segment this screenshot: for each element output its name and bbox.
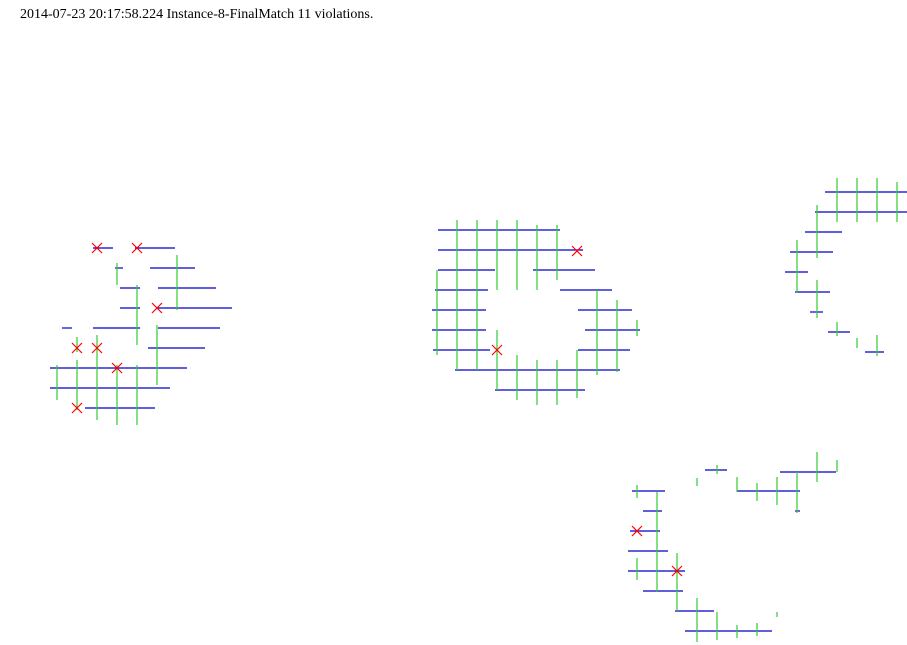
violation-marker [671,565,683,577]
violation-marker [131,242,143,254]
violation-markers [71,242,683,577]
violation-marker [71,342,83,354]
violation-stroke [91,342,103,354]
violation-marker [491,344,503,356]
violation-marker [571,245,583,257]
violation-stroke [671,565,683,577]
violation-stroke [91,242,103,254]
violation-stroke [71,342,83,354]
violation-stroke [111,362,123,374]
status-caption: 2014-07-23 20:17:58.224 Instance-8-Final… [20,7,374,22]
violation-stroke [491,344,503,356]
violation-marker [71,402,83,414]
violation-stroke [571,245,583,257]
violation-marker [631,525,643,537]
vertical-segments [56,178,898,642]
violation-stroke [71,402,83,414]
violation-stroke [131,242,143,254]
violation-marker [151,302,163,314]
violation-marker [111,362,123,374]
violation-marker [91,342,103,354]
violation-stroke [151,302,163,314]
violation-marker [91,242,103,254]
violation-stroke [631,525,643,537]
horizontal-segments [50,191,907,632]
